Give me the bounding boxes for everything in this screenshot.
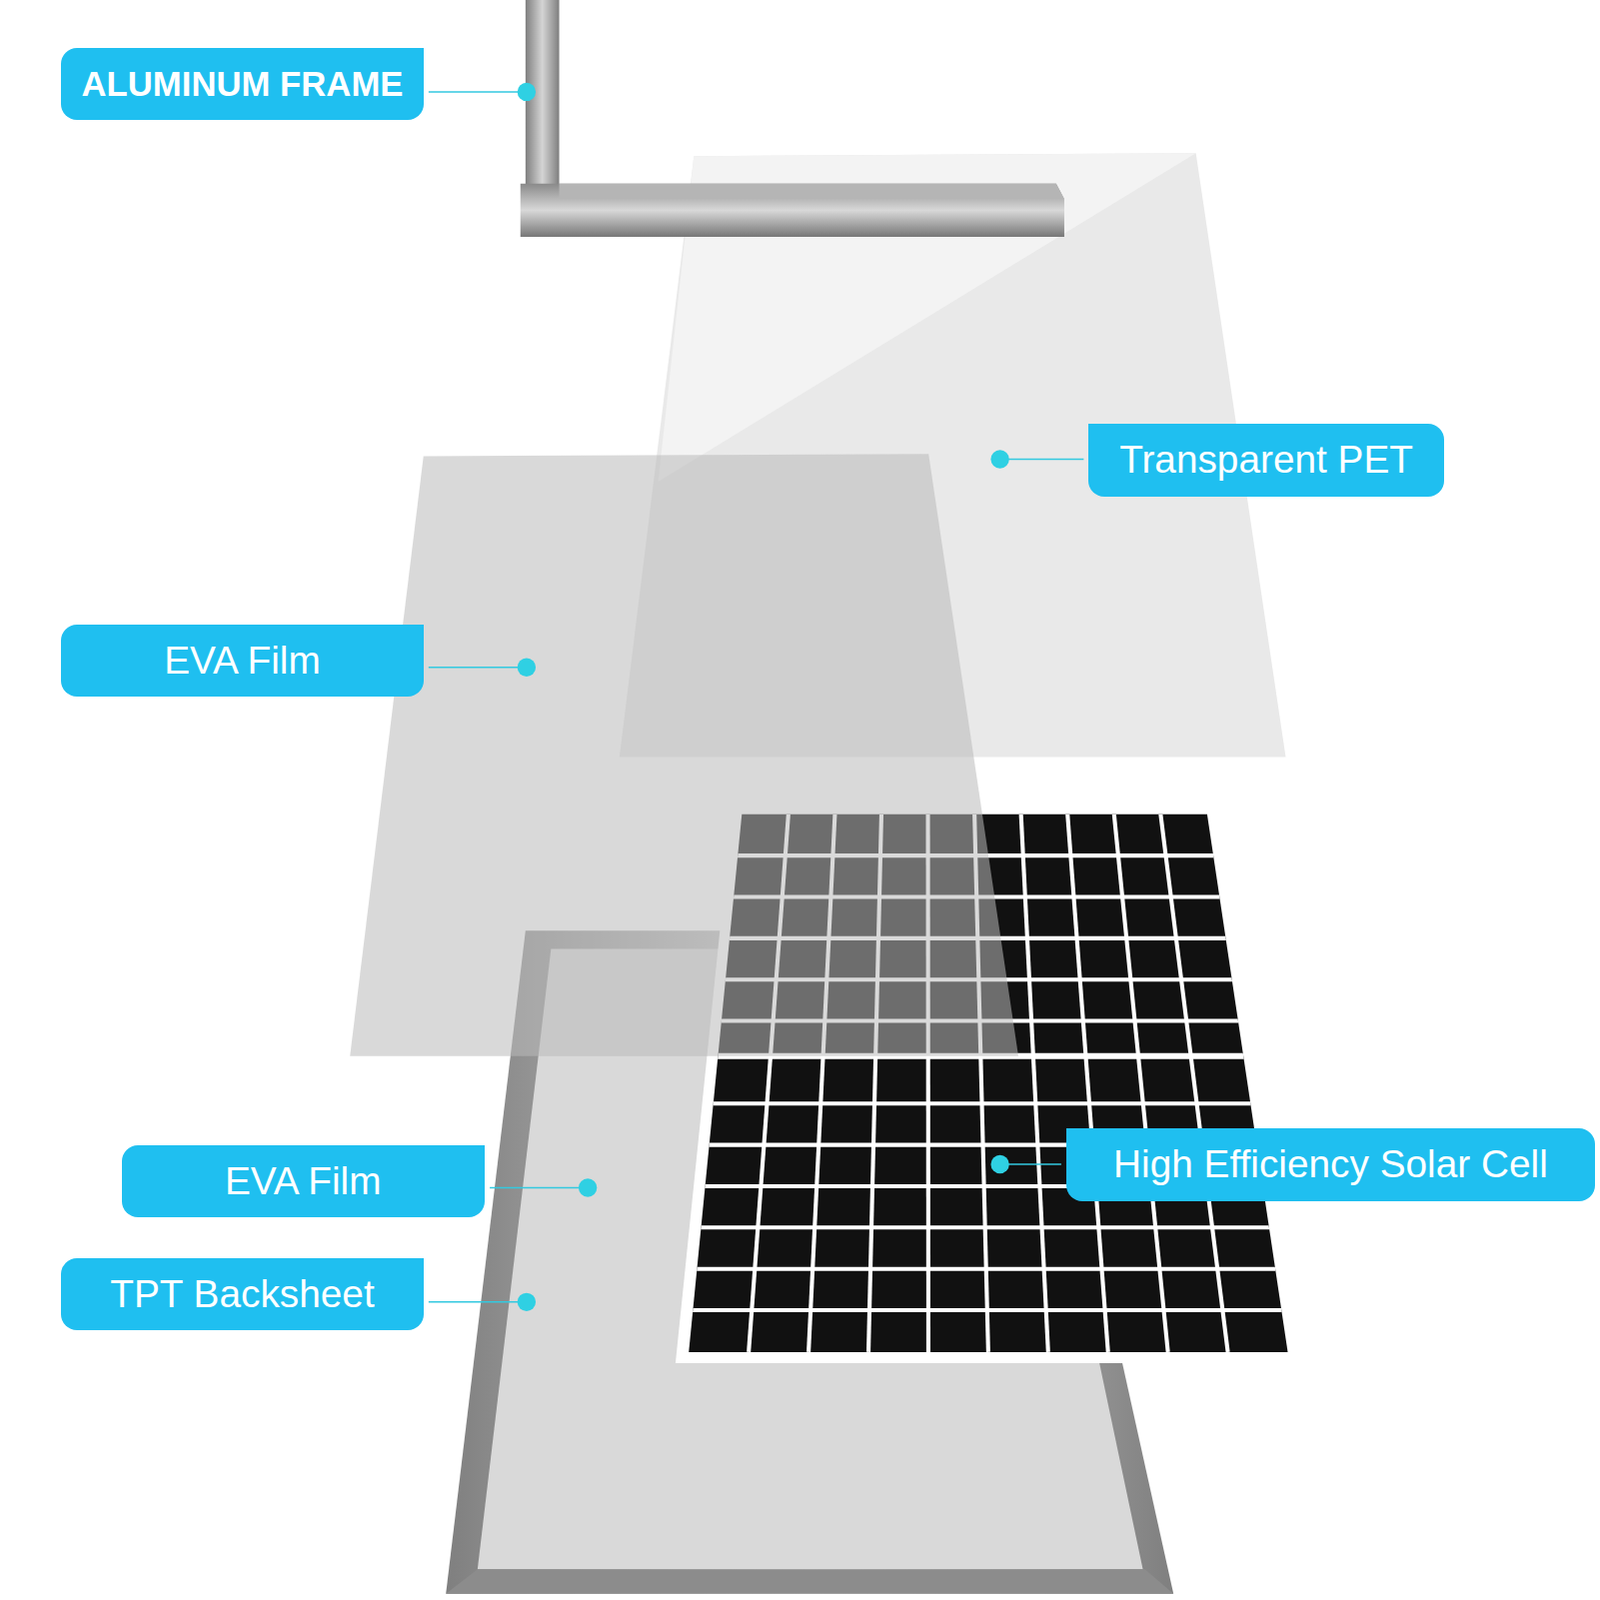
callout-label: Transparent PET: [1088, 423, 1444, 498]
frame-bar: [525, 0, 560, 204]
callout-label: EVA Film: [121, 1145, 485, 1218]
callout-label: EVA Film: [60, 624, 423, 697]
eva-film: [349, 453, 1019, 1056]
leader-lines: [428, 91, 1085, 1303]
callout-text: Transparent PET: [1119, 438, 1414, 482]
callout-text: TPT Backsheet: [109, 1273, 374, 1317]
callout-label: High Efficiency Solar Cell: [1066, 1128, 1596, 1201]
frame-edge: [445, 1569, 1174, 1595]
callout-label: TPT Backsheet: [60, 1258, 423, 1331]
callout-text: EVA Film: [224, 1160, 382, 1204]
frame-bar: [520, 183, 1065, 237]
callout-text: High Efficiency Solar Cell: [1113, 1143, 1549, 1187]
callout-label: ALUMINUM FRAME: [60, 47, 423, 120]
frame-edge: [559, 183, 1065, 199]
callout-text: ALUMINUM FRAME: [81, 64, 404, 103]
callout-text: EVA Film: [163, 639, 321, 683]
leader-dots: [517, 82, 1010, 1312]
